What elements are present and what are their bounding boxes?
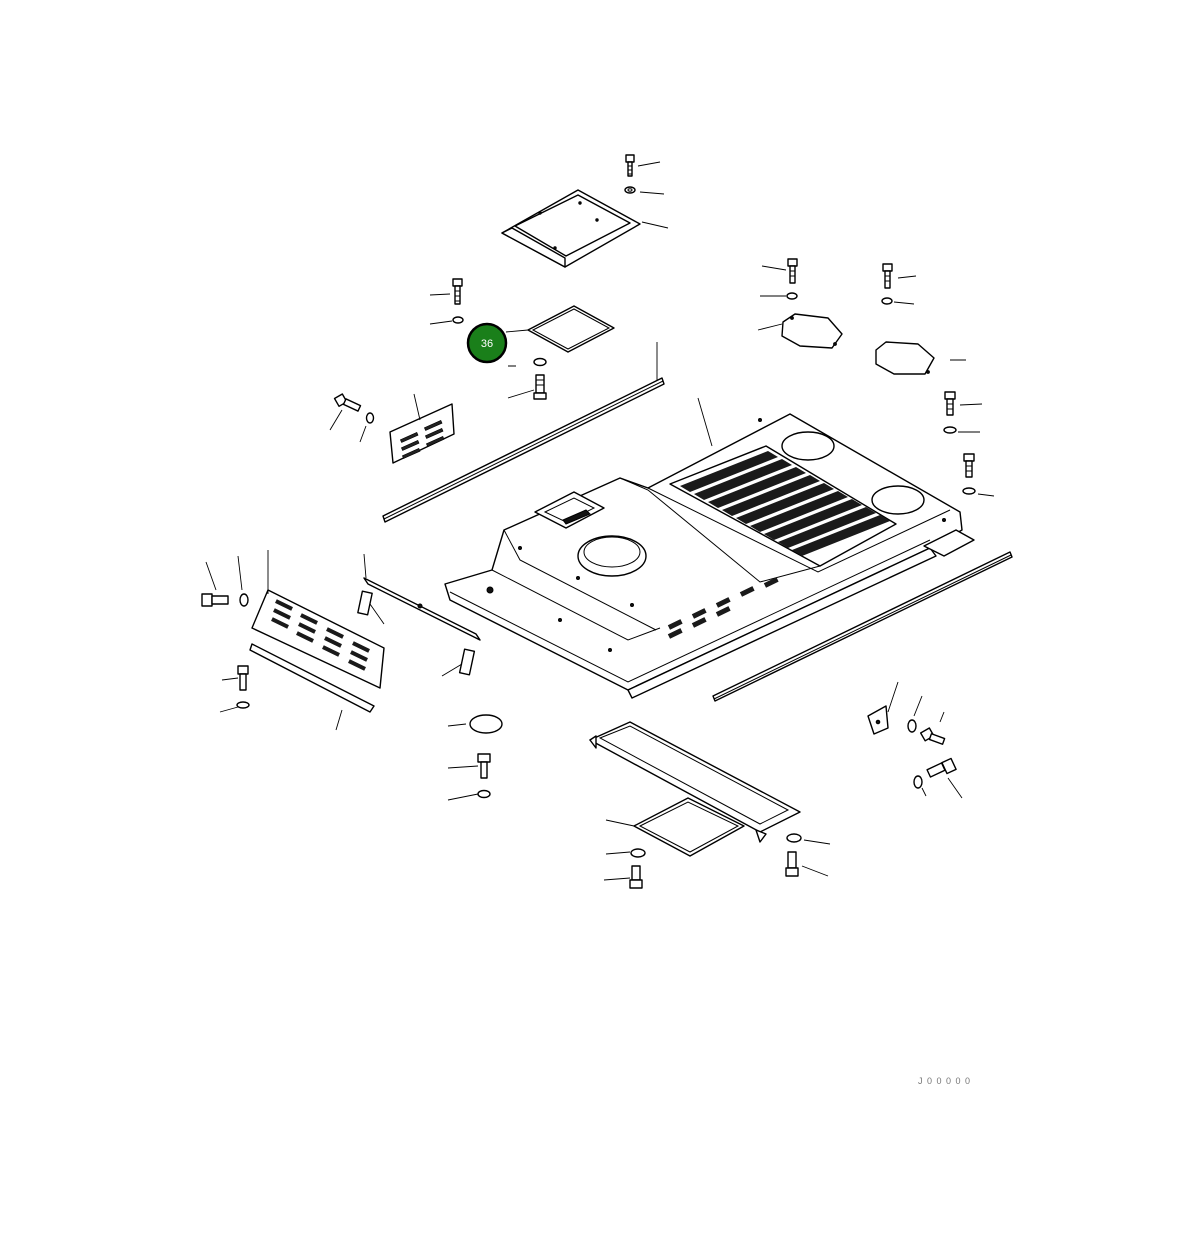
bolt-upper-right-b[interactable] <box>881 263 893 305</box>
main-roof-panel[interactable] <box>444 413 975 699</box>
bolt-lower-left-b[interactable] <box>236 665 250 709</box>
bolt-right-side-a[interactable] <box>943 391 957 434</box>
top-bolt[interactable] <box>624 154 636 194</box>
washer-tray-left[interactable] <box>630 848 646 858</box>
drawing-code: J 0 0 0 0 0 <box>918 1076 971 1086</box>
callout-36-circle[interactable] <box>466 322 508 364</box>
corner-bracket[interactable] <box>867 705 889 735</box>
upper-seal-strip[interactable] <box>382 377 665 523</box>
lower-vent-panel[interactable] <box>249 589 385 713</box>
bolt-lower-left[interactable] <box>201 593 249 607</box>
bolt-right-lower-a[interactable] <box>919 727 946 745</box>
round-gasket-left[interactable] <box>781 313 843 349</box>
bolt-right-side-b[interactable] <box>962 453 976 495</box>
lower-seal-strip[interactable] <box>712 551 1013 702</box>
top-cover-box[interactable] <box>501 189 641 268</box>
upper-vent-grille[interactable] <box>389 403 455 464</box>
callout-36-number: 36 <box>481 338 493 350</box>
bolt-tray-left[interactable] <box>629 865 643 889</box>
bolt-left-angled[interactable] <box>333 393 375 424</box>
round-cap[interactable] <box>469 714 503 734</box>
access-plate[interactable] <box>633 797 745 857</box>
bolt-tray-right[interactable] <box>785 851 799 877</box>
bolt-bottom-centre[interactable] <box>477 753 491 799</box>
small-cover-plate[interactable] <box>527 305 615 353</box>
bolt-upper-right-a[interactable] <box>786 258 798 300</box>
nut-right[interactable] <box>907 719 917 733</box>
round-gasket-right[interactable] <box>875 341 935 375</box>
under-tray[interactable] <box>589 721 801 843</box>
bolt-right-lower-b[interactable] <box>913 757 957 789</box>
hinge-rod[interactable] <box>357 577 481 676</box>
bolt-under-plate[interactable] <box>533 357 547 400</box>
bolt-left-upper[interactable] <box>452 278 464 324</box>
callout-36[interactable]: 36 <box>466 322 508 364</box>
washer-tray-right[interactable] <box>786 833 802 843</box>
